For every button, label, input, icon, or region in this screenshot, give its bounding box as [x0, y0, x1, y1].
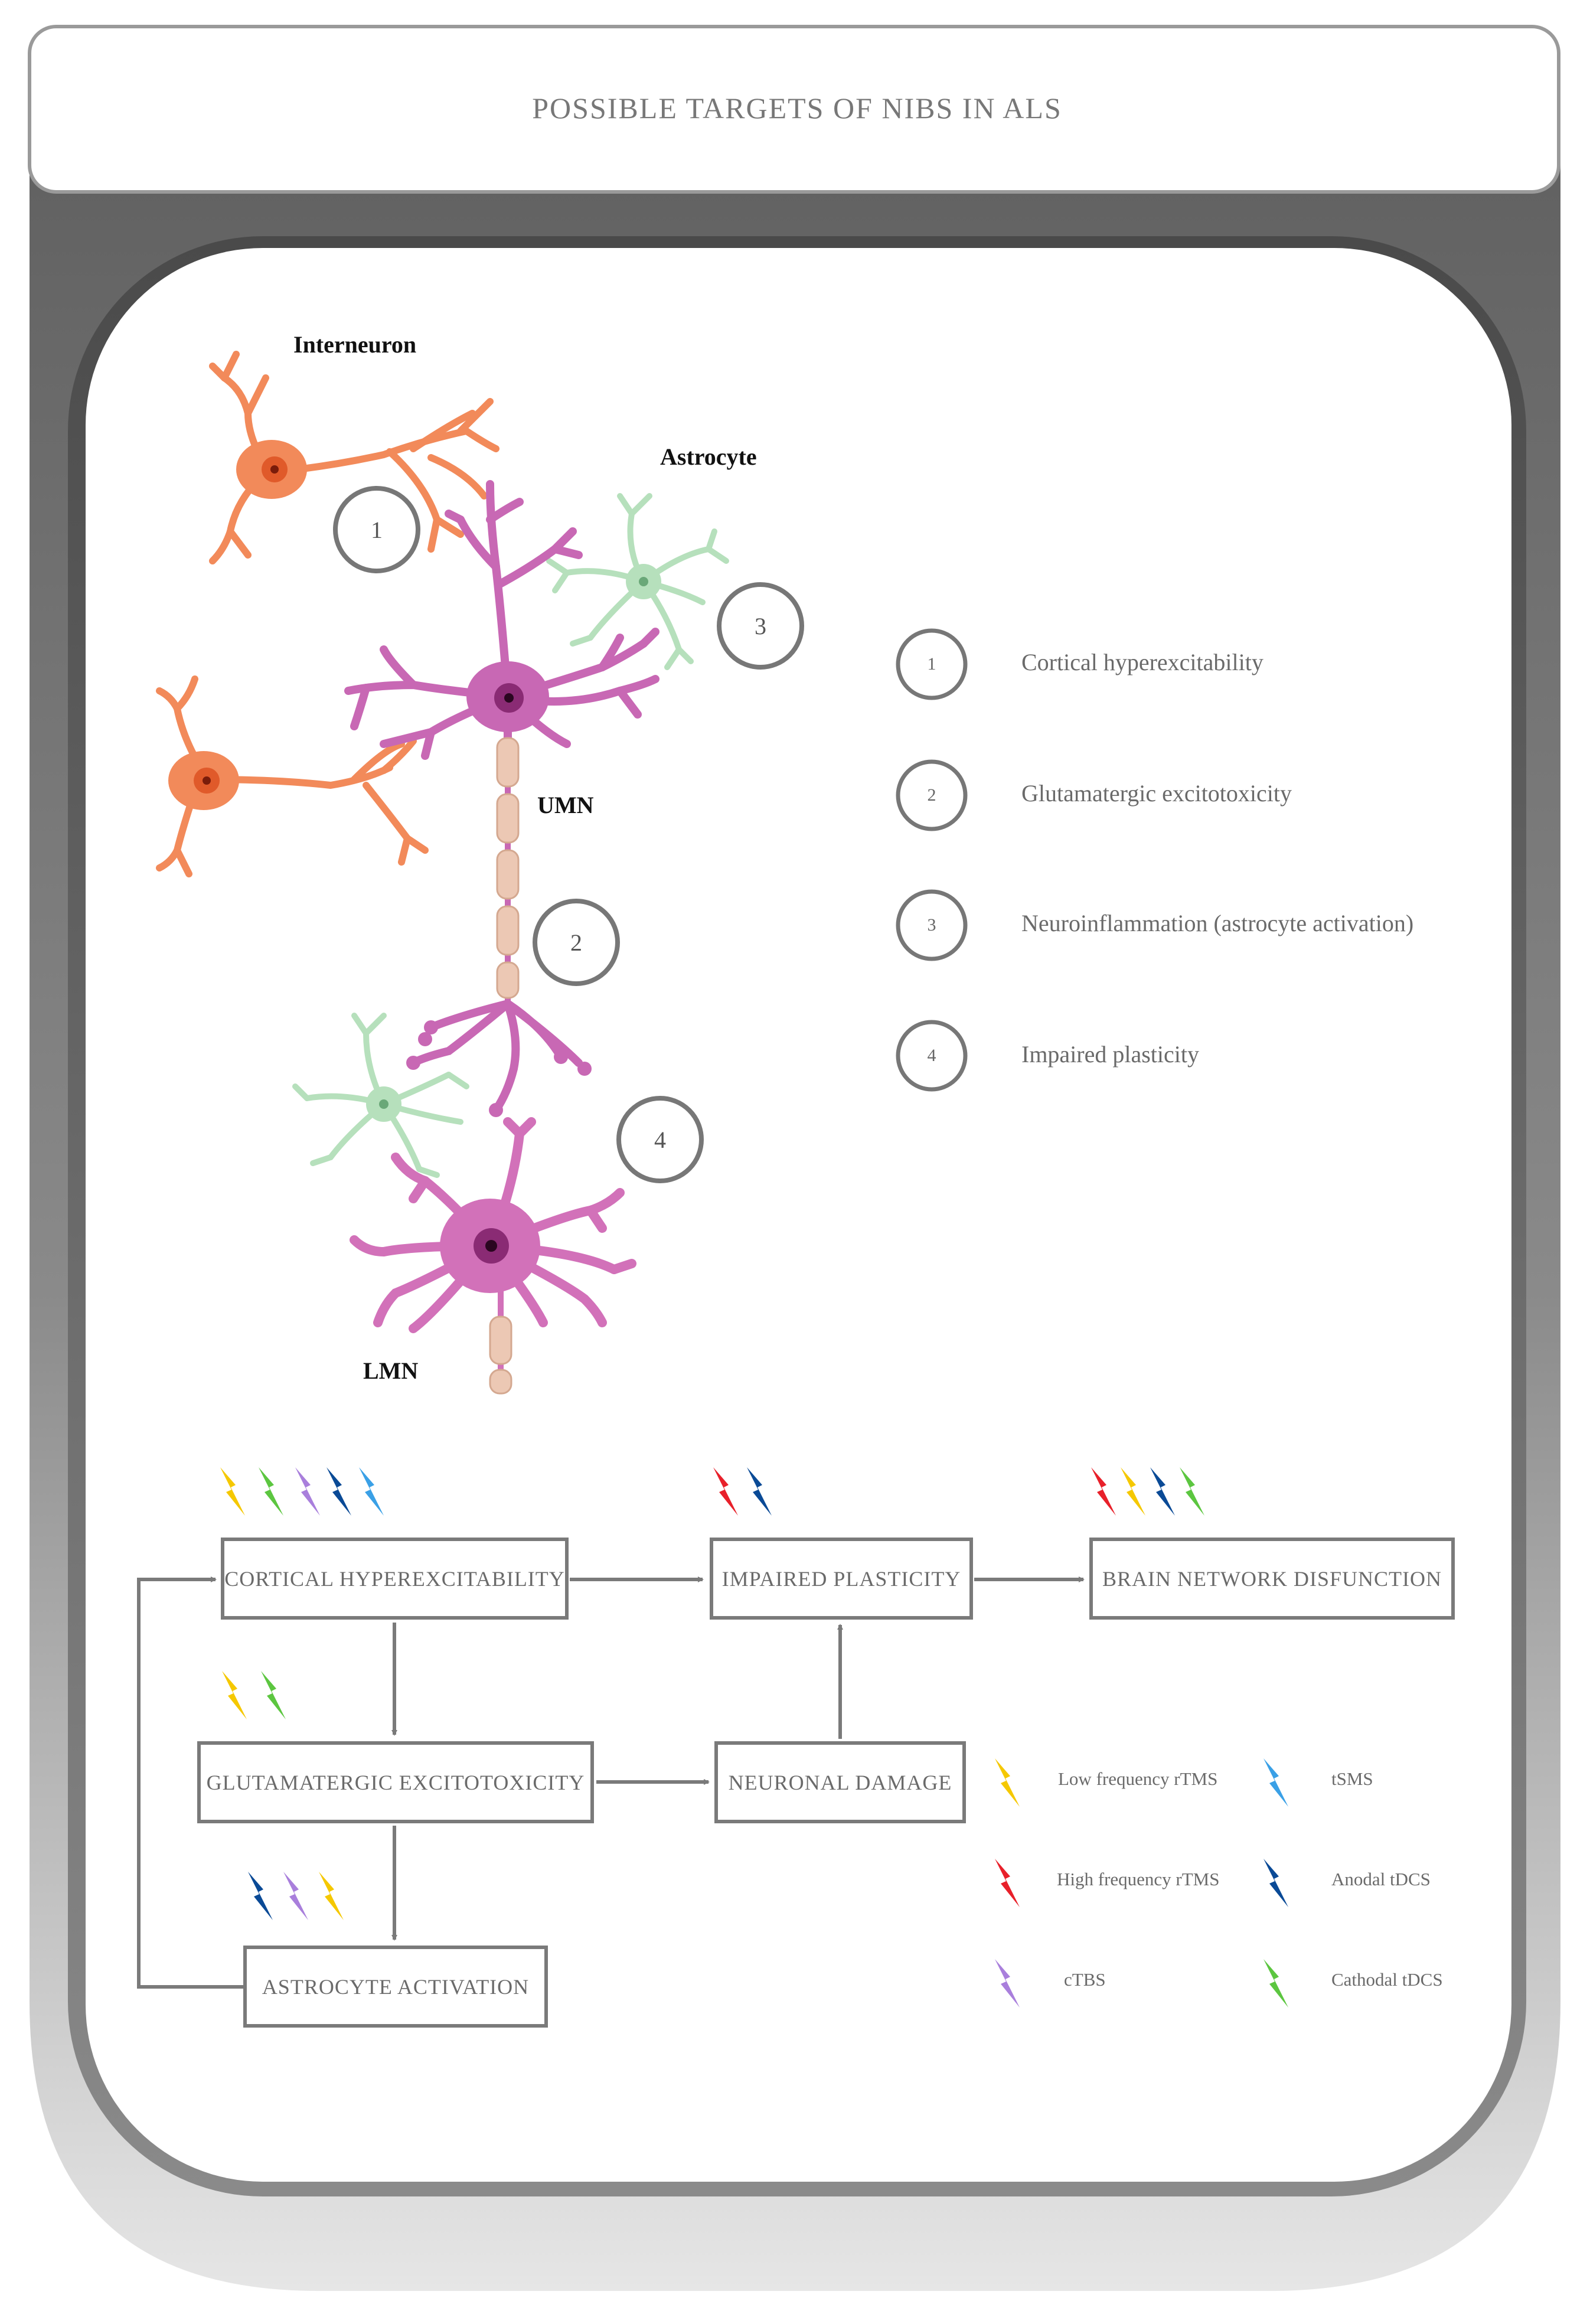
bolt-ctbs — [295, 1467, 320, 1516]
marker-circles — [333, 486, 804, 1183]
box-network — [1089, 1538, 1455, 1620]
bolt-low-rtms — [220, 1467, 245, 1516]
inner-panel — [86, 248, 1511, 2182]
bolt-cathodal-tdcs — [261, 1671, 286, 1719]
legend-bolt-anodal-tdcs — [1263, 1859, 1288, 1907]
target-4-label: Impaired plasticity — [1021, 1041, 1200, 1068]
page-title: POSSIBLE TARGETS OF NIBS IN ALS — [532, 91, 1062, 125]
target-circles — [896, 628, 968, 1092]
bolt-anodal-tdcs — [1150, 1467, 1175, 1516]
marker-1: 1 — [371, 516, 383, 543]
marker-3: 3 — [755, 612, 766, 639]
legend-bolt-high-rtms — [995, 1859, 1020, 1907]
bolt-low-rtms — [319, 1872, 344, 1920]
bolt-anodal-tdcs — [327, 1467, 351, 1516]
box-plasticity — [710, 1538, 973, 1620]
umn-myelin — [496, 737, 520, 999]
target-2-label: Glutamatergic excitotoxicity — [1021, 780, 1292, 807]
legend-cathodal-tdcs: Cathodal tDCS — [1331, 1969, 1443, 1990]
astrocyte-label: Astrocyte — [660, 443, 757, 470]
target-1-number: 1 — [927, 654, 936, 674]
target-4-number: 4 — [927, 1046, 936, 1065]
umn-label: UMN — [537, 792, 594, 818]
bolt-tsms — [359, 1467, 384, 1516]
bolt-low-rtms — [1121, 1467, 1145, 1516]
target-1-label: Cortical hyperexcitability — [1021, 649, 1263, 675]
astrocyte-activation-box: ASTROCYTE ACTIVATION — [262, 1974, 530, 1999]
impaired-plasticity-box: IMPAIRED PLASTICITY — [721, 1566, 961, 1591]
legend-tsms: tSMS — [1331, 1768, 1373, 1789]
legend-anodal-tdcs: Anodal tDCS — [1331, 1869, 1431, 1889]
bolt-anodal-tdcs — [747, 1467, 772, 1516]
target-3-label: Neuroinflammation (astrocyte activation) — [1021, 910, 1414, 936]
interneuron-middle — [156, 675, 429, 877]
bolt-ctbs — [283, 1872, 308, 1920]
target-3-number: 3 — [927, 915, 936, 935]
box-astrocyte — [243, 1946, 548, 2028]
neuronal-damage-box: NEURONAL DAMAGE — [728, 1770, 952, 1794]
brain-network-box: BRAIN NETWORK DISFUNCTION — [1102, 1566, 1442, 1591]
legend-ctbs: cTBS — [1064, 1969, 1106, 1990]
lmn-myelin — [489, 1316, 512, 1395]
legend-low-frequency-rtms: Low frequency rTMS — [1058, 1768, 1218, 1789]
cortical-hyperexcitability-box: CORTICAL HYPEREXCITABILITY — [224, 1566, 565, 1591]
box-damage — [714, 1741, 966, 1823]
bolt-cathodal-tdcs — [259, 1467, 283, 1516]
bolt-high-rtms — [1091, 1467, 1116, 1516]
legend-bolt-ctbs — [995, 1959, 1020, 2008]
legend-bolt-tsms — [1263, 1758, 1288, 1807]
bolt-anodal-tdcs — [248, 1872, 273, 1920]
bolt-cathodal-tdcs — [1180, 1467, 1204, 1516]
target-2-number: 2 — [927, 785, 936, 805]
bolt-low-rtms — [222, 1671, 247, 1719]
legend-bolt-cathodal-tdcs — [1263, 1959, 1288, 2008]
lmn-label: LMN — [363, 1357, 419, 1384]
legend-high-frequency-rtms: High frequency rTMS — [1057, 1869, 1220, 1889]
box-cortical — [221, 1538, 569, 1620]
legend-bolt-low-rtms — [995, 1758, 1020, 1807]
glutamatergic-box: GLUTAMATERGIC EXCITOTOXICITY — [206, 1770, 585, 1794]
bolt-high-rtms — [713, 1467, 738, 1516]
box-glutamatergic — [197, 1741, 594, 1823]
title-card — [28, 25, 1560, 194]
marker-4: 4 — [654, 1126, 666, 1153]
marker-2: 2 — [570, 929, 582, 956]
umn-terminals — [406, 1020, 592, 1117]
interneuron-label: Interneuron — [293, 331, 417, 358]
